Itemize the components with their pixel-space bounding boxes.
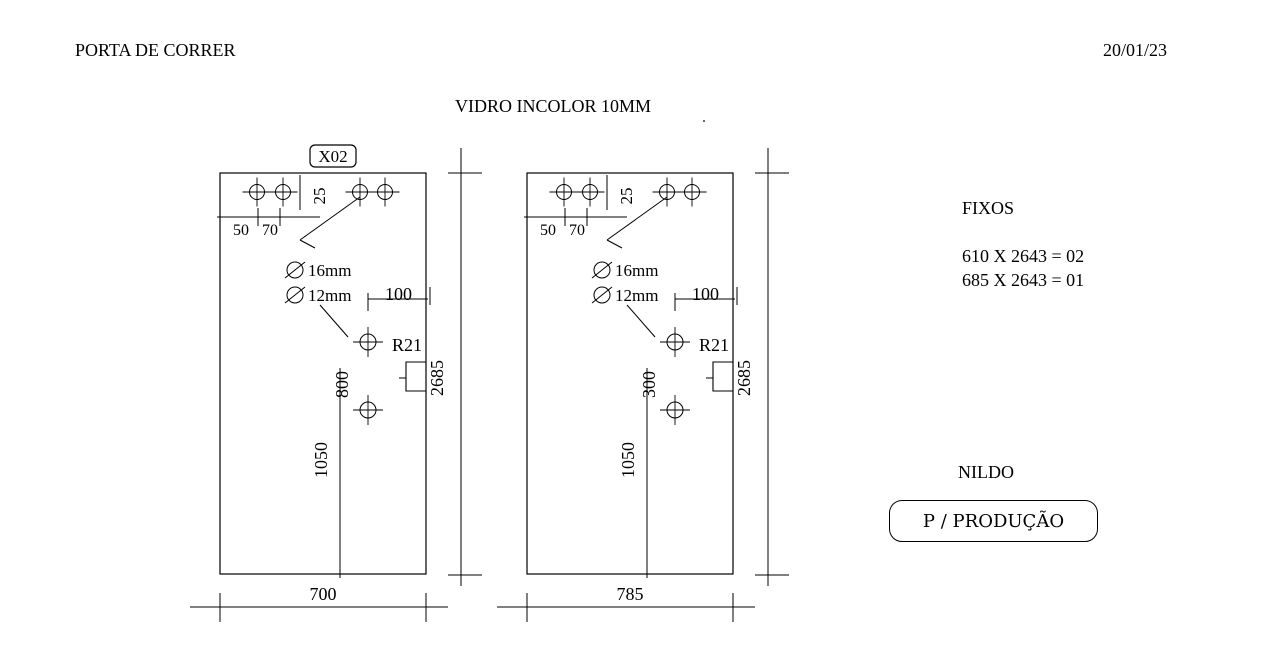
fixos-line: 610 X 2643 = 02	[962, 246, 1085, 266]
piece-tag: X02	[318, 147, 347, 166]
dimension-label: 100	[692, 284, 719, 304]
status-badge: P / PRODUÇÃO	[889, 500, 1098, 542]
leader-line	[319, 304, 349, 338]
diameter-icon	[593, 261, 611, 279]
dimension-label: 1050	[311, 442, 331, 478]
dimension-label: 300	[639, 371, 659, 398]
drawing-title: PORTA DE CORRER	[75, 40, 236, 60]
material-label: VIDRO INCOLOR 10MM	[455, 96, 652, 116]
person-name: NILDO	[958, 462, 1014, 482]
diameter-icon-slash	[284, 286, 306, 304]
leader-line	[299, 196, 361, 241]
dimension-label: 1050	[618, 442, 638, 478]
diameter-icon	[286, 286, 304, 304]
dimension-label: 16mm	[308, 261, 351, 280]
stray-dot	[703, 120, 705, 122]
fixos-title: FIXOS	[962, 198, 1015, 218]
dimension-label: 50	[540, 222, 556, 239]
dimension-label: 70	[569, 222, 585, 239]
fixos-line: 685 X 2643 = 01	[962, 270, 1085, 290]
diameter-icon-slash	[591, 286, 613, 304]
dimension-label: 100	[385, 284, 412, 304]
dimension-label: R21	[699, 335, 729, 355]
diameter-icon-slash	[284, 261, 306, 279]
dimension-label: 25	[617, 188, 636, 205]
piece-tag-box	[309, 144, 357, 168]
leader-line	[606, 196, 668, 241]
handle-notch	[405, 361, 426, 392]
dimension-label: 2685	[734, 360, 754, 396]
leader-line	[606, 239, 623, 249]
dimension-label: 2685	[427, 360, 447, 396]
glass-outline	[219, 172, 427, 575]
glass-outline	[526, 172, 734, 575]
diameter-icon	[593, 286, 611, 304]
drawing-date: 20/01/23	[1103, 40, 1168, 60]
dimension-label: 12mm	[308, 286, 351, 305]
dimension-label: 70	[262, 222, 278, 239]
dimension-label: 50	[233, 222, 249, 239]
leader-line	[626, 304, 656, 338]
diameter-icon-slash	[591, 261, 613, 279]
dimension-label: 800	[332, 371, 352, 398]
dimension-label: R21	[392, 335, 422, 355]
leader-line	[299, 239, 316, 249]
dimension-label: 700	[310, 584, 337, 604]
dimension-label: 785	[617, 584, 644, 604]
dimension-label: 16mm	[615, 261, 658, 280]
dimension-label: 12mm	[615, 286, 658, 305]
dimension-label: 25	[310, 188, 329, 205]
diameter-icon	[286, 261, 304, 279]
status-label: P / PRODUÇÃO	[922, 510, 1065, 532]
handle-notch	[712, 361, 733, 392]
